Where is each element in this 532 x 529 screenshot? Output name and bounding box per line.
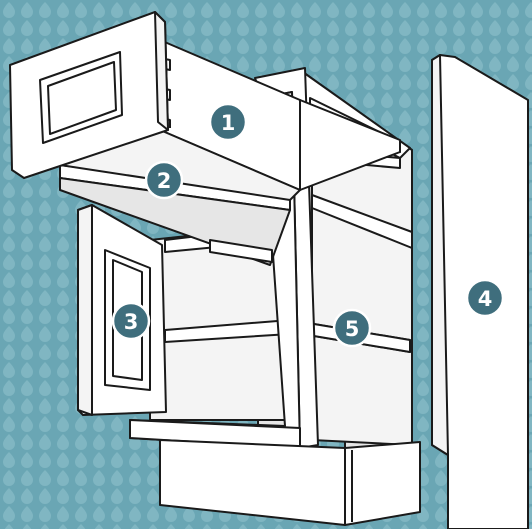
callout-1: 1 — [210, 104, 246, 140]
callout-1-label: 1 — [221, 111, 236, 135]
callout-2-label: 2 — [157, 169, 172, 193]
callout-3-label: 3 — [124, 310, 139, 334]
callout-3: 3 — [113, 303, 149, 339]
callout-4-label: 4 — [478, 287, 493, 311]
callout-2: 2 — [146, 162, 182, 198]
callout-5: 5 — [334, 310, 370, 346]
callout-4: 4 — [467, 280, 503, 316]
callout-5-label: 5 — [345, 317, 360, 341]
